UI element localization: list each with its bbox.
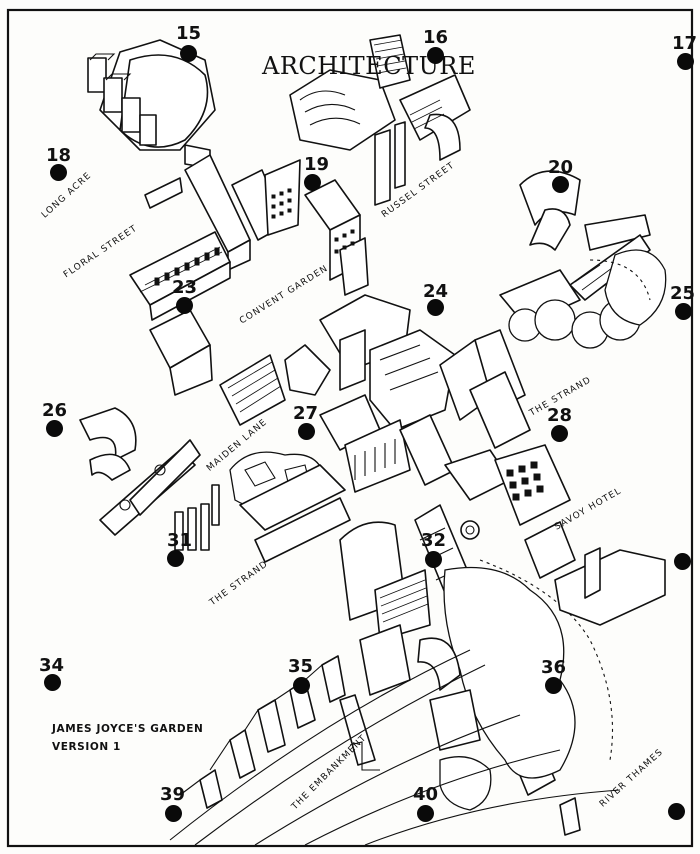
- marker-32-label: 32: [421, 530, 447, 551]
- arches-26-31: [79, 407, 220, 551]
- arcade-block: [129, 231, 231, 321]
- marker-15-dot: [180, 45, 197, 62]
- marker-19-label: 19: [304, 154, 330, 175]
- marker-23-label: 23: [172, 277, 198, 298]
- marker-31-label: 31: [167, 530, 193, 551]
- marker-17-label: 17: [672, 33, 698, 54]
- marker-26-label: 26: [42, 400, 68, 421]
- marker-35-label: 35: [288, 656, 314, 677]
- marker-28-label: 28: [547, 405, 573, 426]
- marker-24-dot: [427, 299, 444, 316]
- lower-spine: [339, 504, 614, 836]
- central-spine: [284, 294, 571, 540]
- marker-23-dot: [176, 297, 193, 314]
- marker-25-label: 25: [670, 283, 696, 304]
- marker-24-label: 24: [423, 281, 449, 302]
- marker-15-label: 15: [176, 23, 202, 44]
- marker-34-label: 34: [39, 655, 65, 676]
- embankment-drawing: [169, 649, 621, 846]
- marker-17-dot: [677, 53, 694, 70]
- marker-18-dot: [50, 164, 67, 181]
- floral-street-buildings: [144, 154, 369, 296]
- marker-26-dot: [46, 420, 63, 437]
- marker-28-dot: [551, 425, 568, 442]
- marker-19-dot: [304, 174, 321, 191]
- marker-40-label: 40: [413, 784, 439, 805]
- rubble-27: [229, 451, 351, 563]
- marker-27-label: 27: [293, 403, 319, 424]
- marker-34-dot: [44, 674, 61, 691]
- caption-line-2: VERSION 1: [52, 741, 121, 753]
- marker-36-dot: [545, 677, 562, 694]
- marker-32-dot: [425, 551, 442, 568]
- marker-unnumbered-dot: [674, 553, 691, 570]
- marker-27-dot: [298, 423, 315, 440]
- machinery-cluster-20-25: [499, 170, 667, 349]
- marker-40-dot: [417, 805, 434, 822]
- marker-39-label: 39: [160, 784, 186, 805]
- marker-31-dot: [167, 550, 184, 567]
- structure-16-drawing: [289, 34, 471, 206]
- marker-16-label: 16: [423, 27, 449, 48]
- drawing-frame: [6, 8, 694, 848]
- pavilion-15-drawing: [87, 39, 216, 169]
- marker-39-dot: [165, 805, 182, 822]
- marker-20-label: 20: [548, 157, 574, 178]
- savoy-hotel-blocks: [469, 371, 666, 626]
- marker-unnumbered-dot-2: [668, 803, 685, 820]
- marker-18-label: 18: [46, 145, 72, 166]
- marker-35-dot: [293, 677, 310, 694]
- marker-36-label: 36: [541, 657, 567, 678]
- caption-line-1: JAMES JOYCE'S GARDEN: [52, 723, 204, 735]
- maiden-lane-steps: [149, 309, 286, 426]
- marker-25-dot: [675, 303, 692, 320]
- marker-16-dot: [427, 47, 444, 64]
- marker-20-dot: [552, 176, 569, 193]
